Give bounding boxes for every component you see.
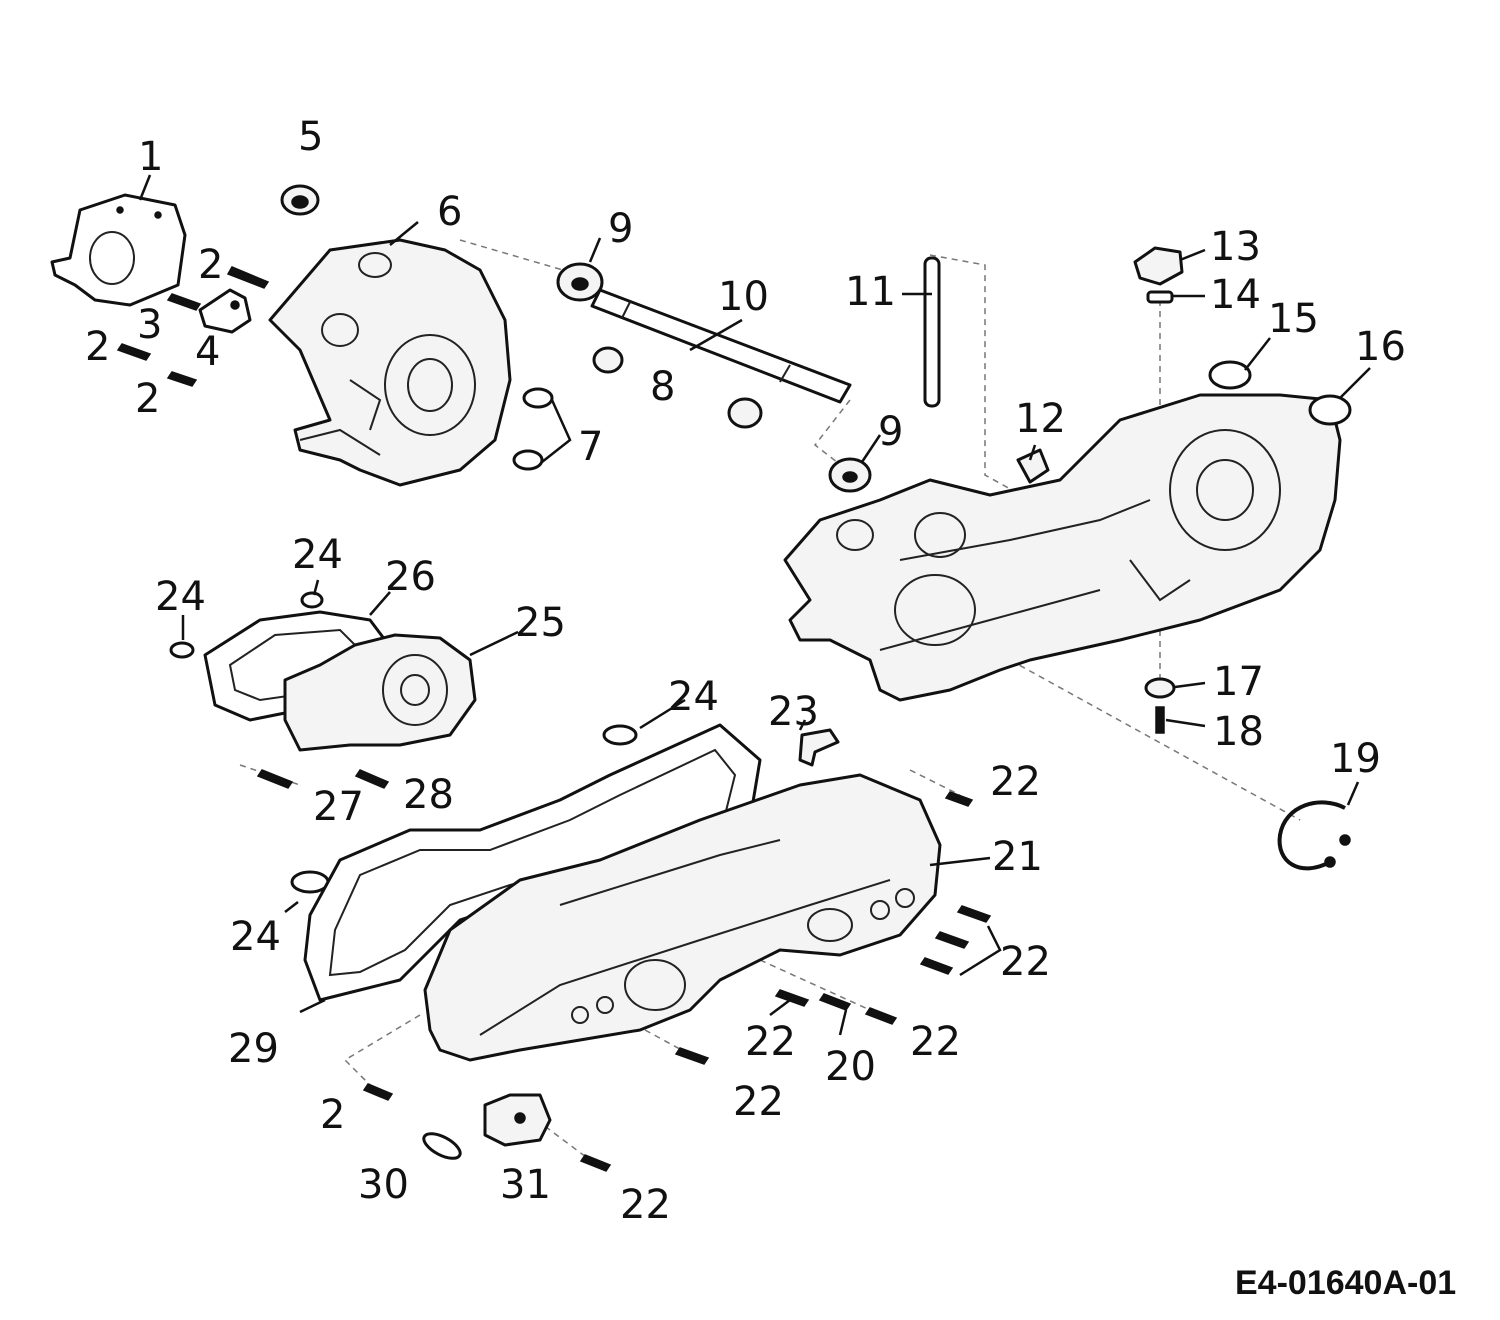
callout-15: 15 xyxy=(1268,296,1319,342)
part-10-shaft xyxy=(590,288,852,404)
part-15-plug xyxy=(1208,360,1252,390)
callout-5: 5 xyxy=(298,114,323,160)
part-30-oring xyxy=(422,1132,462,1160)
part-24-dowels xyxy=(169,591,638,894)
callout-10: 10 xyxy=(718,274,769,320)
callout-2-c: 2 xyxy=(135,376,160,422)
callout-11: 11 xyxy=(845,269,896,315)
part-8-seal xyxy=(592,346,763,429)
callout-22-d: 22 xyxy=(910,1019,961,1065)
callout-22-f: 22 xyxy=(620,1182,671,1228)
callout-24-d: 24 xyxy=(230,914,281,960)
part-17-washer xyxy=(1144,677,1176,699)
part-11-pin xyxy=(923,256,941,408)
callout-26: 26 xyxy=(385,554,436,600)
bolt-2-lower xyxy=(362,1083,394,1101)
callout-23: 23 xyxy=(768,689,819,735)
callout-14: 14 xyxy=(1210,272,1261,318)
leader-lines xyxy=(138,174,1371,1036)
callout-labels: 1 2 3 2 4 2 5 6 9 10 8 7 9 11 12 13 14 1… xyxy=(85,114,1406,1228)
callout-20: 20 xyxy=(825,1044,876,1090)
callout-17: 17 xyxy=(1213,659,1264,705)
part-6-crankcase-half xyxy=(268,238,512,487)
callout-7: 7 xyxy=(578,424,603,470)
callout-22-a: 22 xyxy=(990,759,1041,805)
callout-25: 25 xyxy=(515,600,566,646)
part-18-bolt xyxy=(1155,706,1165,734)
callout-2-b: 2 xyxy=(85,324,110,370)
part-13-cap xyxy=(1133,246,1184,286)
callout-4: 4 xyxy=(195,329,220,375)
callout-12: 12 xyxy=(1015,396,1066,442)
part-9-seal-lower xyxy=(828,457,872,493)
part-25-cover xyxy=(283,633,477,752)
bolt-group-22 xyxy=(579,791,992,1172)
callout-18: 18 xyxy=(1213,709,1264,755)
part-27-28-bolts xyxy=(256,769,390,789)
part-21-clutch-cover xyxy=(423,773,942,1062)
part-31-bracket xyxy=(483,1093,552,1147)
callout-22-e: 22 xyxy=(733,1079,784,1125)
callout-9-a: 9 xyxy=(608,206,633,252)
part-5-nut xyxy=(280,184,320,216)
callout-6: 6 xyxy=(437,189,462,235)
callout-19: 19 xyxy=(1330,736,1381,782)
callout-8: 8 xyxy=(650,364,675,410)
part-7-dowel-pins xyxy=(512,387,572,471)
callout-9-b: 9 xyxy=(878,409,903,455)
callout-30: 30 xyxy=(358,1162,409,1208)
part-9-seal-upper xyxy=(556,262,604,302)
callout-22-b: 22 xyxy=(1000,939,1051,985)
callout-13: 13 xyxy=(1210,224,1261,270)
callout-1: 1 xyxy=(138,134,163,180)
callout-28: 28 xyxy=(403,772,454,818)
callout-3: 3 xyxy=(137,302,162,348)
callout-24-a: 24 xyxy=(155,574,206,620)
callout-16: 16 xyxy=(1355,324,1406,370)
callout-21: 21 xyxy=(992,834,1043,880)
callout-24-c: 24 xyxy=(668,674,719,720)
callout-27: 27 xyxy=(313,784,364,830)
diagram-code: E4-01640A-01 xyxy=(1235,1264,1456,1302)
callout-2-d: 2 xyxy=(320,1092,345,1138)
part-16-crankcase xyxy=(783,393,1352,702)
part-3-4-bracket xyxy=(198,288,252,334)
callout-24-b: 24 xyxy=(292,532,343,578)
part-14-washer xyxy=(1146,290,1174,304)
callout-29: 29 xyxy=(228,1026,279,1072)
bolt-group-2 xyxy=(116,266,270,387)
part-1-gasket-plate xyxy=(50,193,187,307)
part-23-clip xyxy=(798,728,840,767)
part-19-circlip xyxy=(1277,800,1351,871)
callout-31: 31 xyxy=(500,1162,551,1208)
bolt-group-20 xyxy=(818,993,852,1011)
callout-22-c: 22 xyxy=(745,1019,796,1065)
callout-2-a: 2 xyxy=(198,242,223,288)
